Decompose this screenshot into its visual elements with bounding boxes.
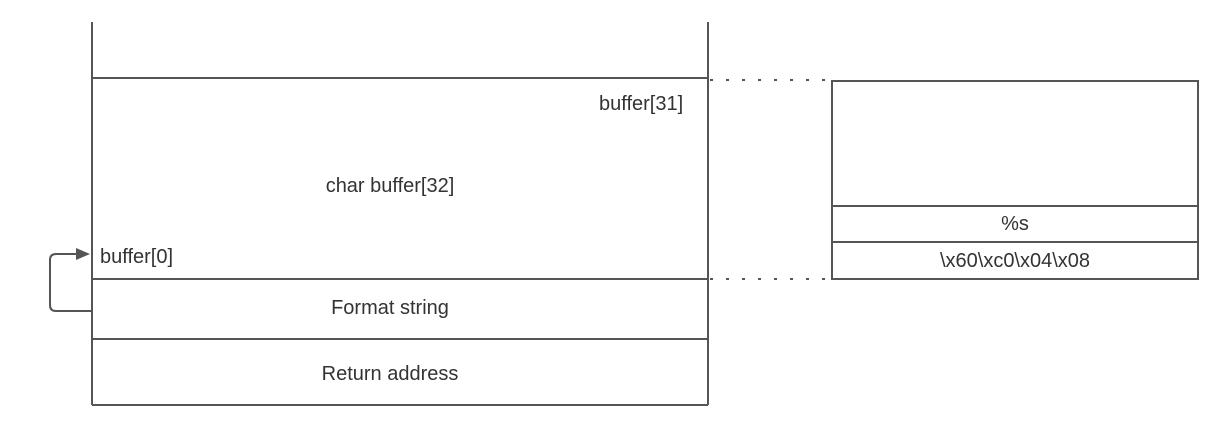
buffer-label: char buffer[32]: [325, 175, 455, 197]
payload-box: [831, 80, 1199, 280]
pointer-arrow-line: [49, 253, 92, 312]
format-string-label: Format string: [331, 297, 449, 319]
return-address-label: Return address: [321, 363, 459, 385]
address-bytes-label: \x60\xc0\x04\x08: [939, 250, 1091, 272]
buffer-low-label: buffer[0]: [100, 246, 174, 268]
format-spec-label: %s: [1001, 213, 1029, 235]
pointer-arrow-head-icon: [76, 248, 90, 260]
buffer-high-label: buffer[31]: [599, 93, 684, 115]
